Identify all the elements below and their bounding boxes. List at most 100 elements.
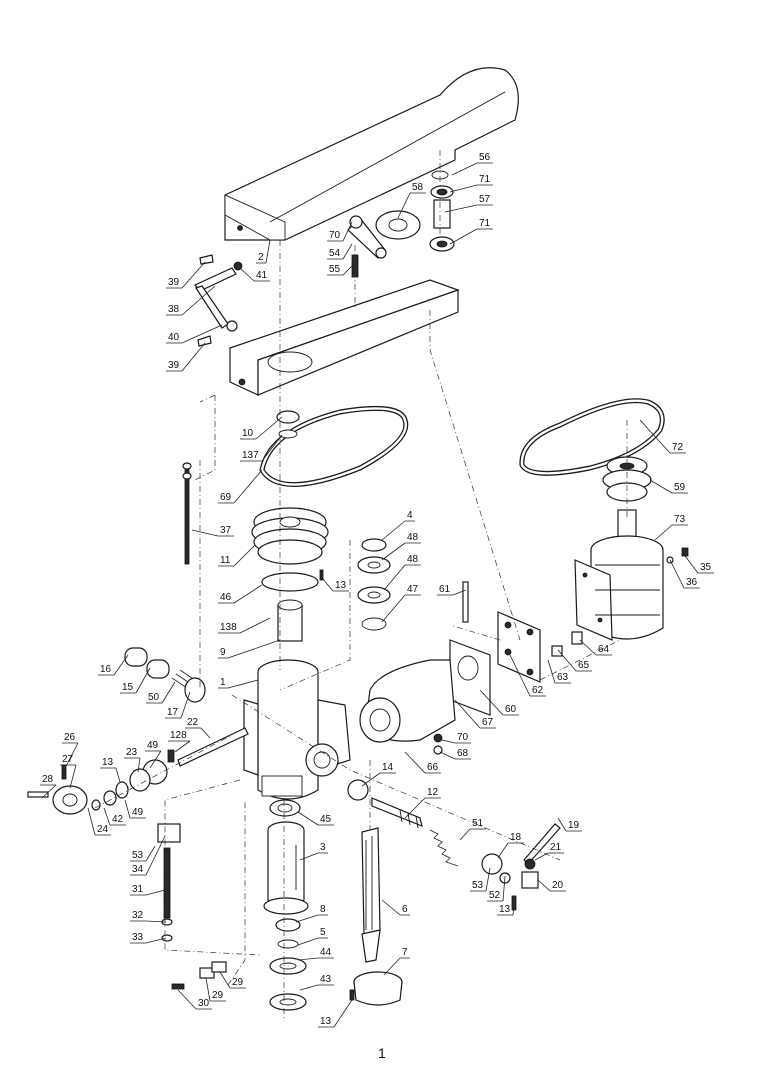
- callout-label: 71: [479, 174, 491, 185]
- callout-leader: [547, 659, 571, 684]
- callout-label: 54: [329, 248, 341, 259]
- callout-label: 137: [242, 450, 259, 461]
- callout-leader: [381, 542, 421, 561]
- callout-label: 2: [258, 252, 264, 263]
- callout-leader: [299, 984, 334, 991]
- motor: [574, 509, 664, 641]
- callout-leader: [669, 559, 700, 589]
- callout-leader: [318, 999, 353, 1028]
- callout-leader: [130, 835, 166, 876]
- callout-leader: [397, 192, 426, 219]
- callout-label: 23: [126, 747, 138, 758]
- callout-leader: [321, 577, 349, 592]
- callout-label: 45: [320, 814, 332, 825]
- callout-label: 24: [97, 824, 109, 835]
- callout-leader: [327, 263, 355, 276]
- belt-guard-base: [229, 279, 460, 396]
- callout-labels: 5671585771705455239413840391013769725943…: [40, 152, 714, 1028]
- callout-label: 66: [427, 762, 439, 773]
- callout-label: 31: [132, 884, 144, 895]
- callout-label: 71: [479, 218, 491, 229]
- callout-leader: [191, 529, 234, 537]
- quill-assembly: [263, 799, 309, 1011]
- callout-leader: [219, 971, 246, 989]
- callout-label: 53: [472, 880, 484, 891]
- callout-label: 34: [132, 864, 144, 875]
- callout-label: 55: [329, 264, 341, 275]
- callout-label: 50: [148, 692, 160, 703]
- callout-leader: [297, 811, 334, 826]
- callout-leader: [218, 679, 259, 689]
- callout-label: 28: [42, 774, 54, 785]
- callout-leader: [327, 221, 353, 242]
- callout-leader: [654, 524, 688, 541]
- callout-label: 61: [439, 584, 451, 595]
- callout-label: 35: [700, 562, 712, 573]
- callout-label: 18: [510, 832, 522, 843]
- callout-label: 8: [320, 904, 326, 915]
- callout-leader: [103, 807, 126, 826]
- callout-label: 44: [320, 947, 332, 958]
- callout-label: 62: [532, 685, 544, 696]
- callout-label: 40: [168, 332, 180, 343]
- motor-mount-plate: [462, 581, 583, 683]
- callout-label: 13: [102, 757, 114, 768]
- callout-label: 30: [198, 998, 210, 1009]
- callout-leader: [381, 520, 415, 541]
- callout-leader: [439, 751, 471, 760]
- callout-leader: [100, 767, 121, 783]
- callout-leader: [62, 742, 79, 771]
- callout-label: 13: [499, 904, 511, 915]
- callout-leader: [361, 772, 396, 787]
- callout-leader: [130, 920, 167, 923]
- callout-leader: [534, 852, 564, 861]
- callout-label: 70: [329, 230, 341, 241]
- depth-stop: [157, 823, 181, 942]
- callout-leader: [449, 228, 493, 245]
- callout-label: 37: [220, 525, 232, 536]
- callout-leader: [130, 845, 156, 862]
- callout-label: 3: [320, 842, 326, 853]
- callout-label: 51: [472, 818, 484, 829]
- callout-label: 69: [220, 492, 232, 503]
- callout-leader: [383, 564, 421, 591]
- callout-leader: [146, 681, 176, 704]
- callout-leader: [168, 740, 191, 753]
- callout-leader: [681, 551, 714, 574]
- pinion-spring-assembly: [347, 779, 459, 867]
- callout-label: 9: [220, 647, 226, 658]
- lock-handle: [481, 823, 561, 911]
- callout-label: 59: [674, 482, 686, 493]
- callout-label: 49: [132, 807, 144, 818]
- callout-label: 58: [412, 182, 424, 193]
- callout-label: 33: [132, 932, 144, 943]
- callout-leader: [381, 899, 410, 916]
- head-casting: [243, 659, 351, 800]
- callout-label: 14: [382, 762, 394, 773]
- callout-label: 41: [256, 270, 268, 281]
- callout-label: 13: [335, 580, 347, 591]
- callout-leader: [639, 419, 686, 454]
- callout-leader: [130, 937, 167, 944]
- callout-leader: [177, 989, 212, 1010]
- callout-label: 72: [672, 442, 684, 453]
- callout-label: 64: [598, 644, 610, 655]
- callout-label: 11: [220, 555, 231, 566]
- callout-leader: [383, 957, 410, 976]
- callout-label: 16: [100, 664, 112, 675]
- callout-leader: [166, 342, 206, 372]
- callout-label: 46: [220, 592, 232, 603]
- callout-leader: [451, 162, 493, 176]
- callout-leader: [185, 727, 211, 739]
- callout-leader: [240, 434, 283, 462]
- callout-label: 70: [457, 732, 469, 743]
- upper-pulley-assembly: [375, 170, 455, 252]
- belt-guard-cover: [224, 67, 519, 241]
- callout-label: 52: [489, 890, 501, 901]
- callout-leader: [537, 879, 566, 892]
- callout-label: 42: [112, 814, 124, 825]
- callout-leader: [87, 807, 111, 836]
- callout-label: 68: [457, 748, 469, 759]
- callout-label: 49: [147, 740, 159, 751]
- callout-leader: [297, 957, 334, 961]
